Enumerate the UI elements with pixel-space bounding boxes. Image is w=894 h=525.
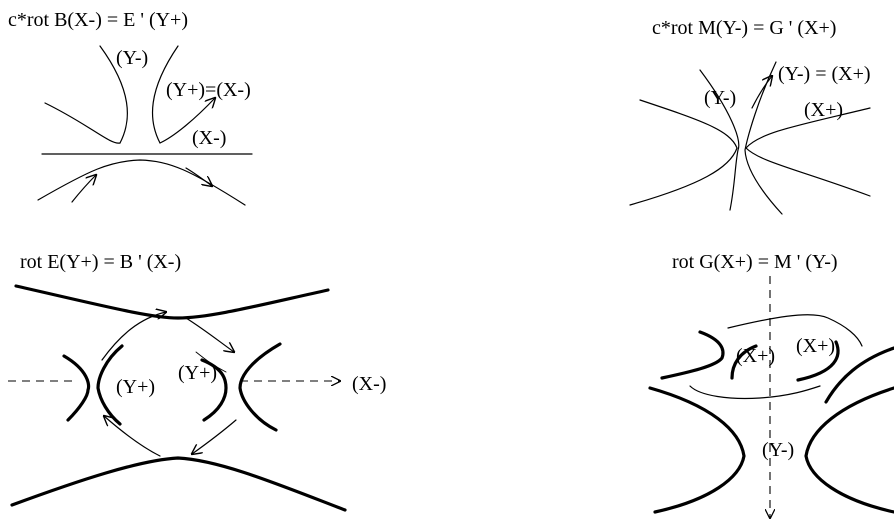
arrow-inner-right	[195, 351, 227, 373]
label-x-minus: (X-)	[192, 127, 226, 149]
label-x-plus: (X+)	[804, 99, 843, 121]
thick-bracket-far-right	[824, 346, 894, 404]
arrow-circulation-down	[192, 419, 237, 454]
arrow-top-right	[751, 76, 772, 109]
equation-bottom-right: rot G(X+) = M ' (Y-)	[672, 251, 838, 273]
label-y-minus: (Y-)	[762, 439, 794, 461]
equation-top-right: c*rot M(Y-) = G ' (X+)	[652, 17, 836, 39]
arrow-circulation-up	[101, 312, 166, 361]
thick-bracket-right-outer	[238, 342, 282, 432]
thick-curve-left	[648, 386, 746, 514]
label-y-minus: (Y-)	[116, 47, 148, 69]
label-y-minus-eq-x-plus: (Y-) = (X+)	[778, 63, 871, 85]
arrow-circulation-left	[104, 416, 161, 457]
arrow-lower-left	[71, 175, 96, 203]
label-x-minus: (X-)	[352, 373, 386, 395]
arrow-lower-right	[185, 167, 212, 186]
label-x-plus-a: (X+)	[736, 345, 775, 367]
panel-bottom-left: rot E(Y+) = B ' (X-) (Y+) (Y+) (X-)	[8, 251, 386, 512]
thin-loop-lower	[689, 385, 821, 400]
panel-bottom-right: rot G(X+) = M ' (Y-) (X+) (X+) (Y-)	[648, 251, 894, 518]
arrow-circulation-right	[185, 317, 234, 352]
equation-top-left: c*rot B(X-) = E ' (Y+)	[8, 9, 188, 31]
thick-curve-right	[804, 386, 894, 514]
thick-bracket-left-outer	[62, 354, 91, 422]
label-x-plus-b: (X+)	[796, 335, 835, 357]
label-y-plus-eq-x-minus: (Y+)=(X-)	[166, 79, 251, 101]
label-y-minus: (Y-)	[704, 87, 736, 109]
equation-bottom-left: rot E(Y+) = B ' (X-)	[20, 251, 181, 273]
panel-top-left: c*rot B(X-) = E ' (Y+) (Y-) (Y+)=(X-) (X…	[8, 9, 253, 206]
curve-hourglass-left	[699, 69, 740, 211]
curve-upper-left-wing	[44, 102, 121, 144]
thick-bracket-right-inner	[200, 358, 228, 422]
thick-curve-bottom	[10, 456, 347, 512]
curve-upper-right	[151, 45, 179, 144]
curve-lower	[37, 159, 246, 206]
curve-upper-left	[99, 45, 128, 144]
thick-bracket-top-left	[660, 330, 725, 380]
label-y-plus-a: (Y+)	[116, 376, 155, 398]
label-y-plus-b: (Y+)	[178, 362, 217, 384]
curve-right-branch	[745, 107, 871, 197]
curve-left-branch	[629, 99, 738, 206]
panel-top-right: c*rot M(Y-) = G ' (X+) (Y-) (Y-) = (X+) …	[629, 17, 871, 215]
curve-upper-right-wing	[159, 98, 215, 144]
thick-bracket-top-mid	[730, 344, 758, 380]
thick-curve-top	[14, 284, 330, 320]
thin-loop-upper	[727, 314, 863, 347]
curve-hourglass-right	[744, 61, 783, 215]
thick-bracket-top-right	[796, 340, 840, 382]
